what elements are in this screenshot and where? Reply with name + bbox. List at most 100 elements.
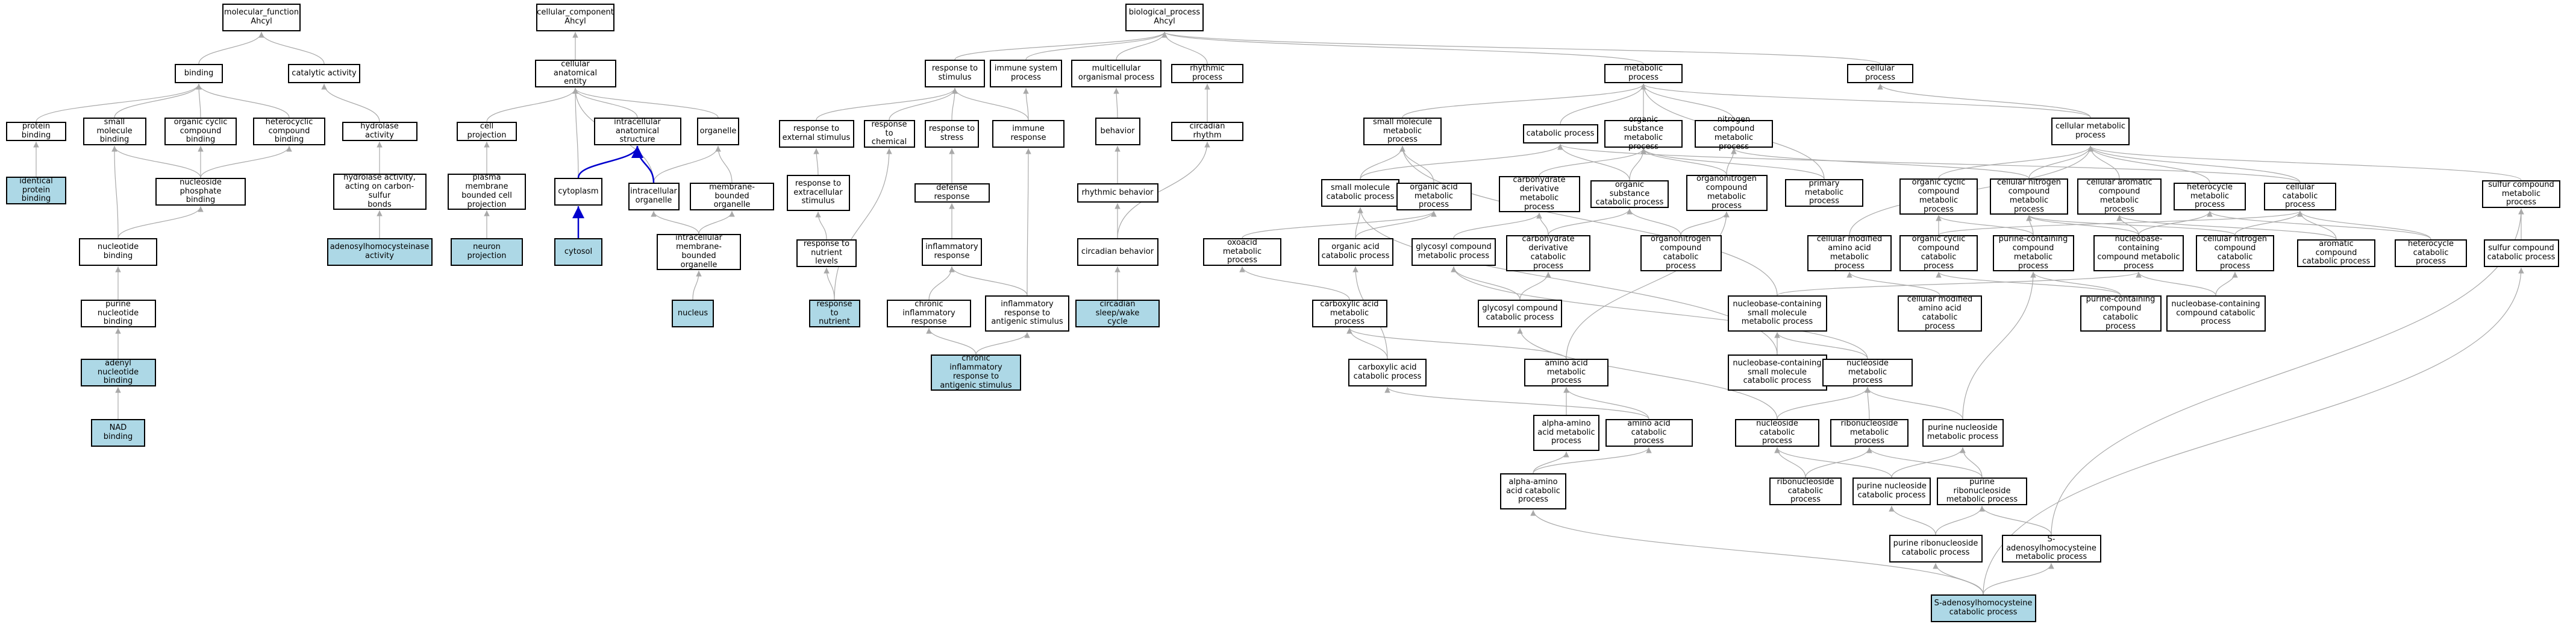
graph-edge <box>692 270 702 300</box>
go-term-node: hydrolase activity, acting on carbon-sul… <box>333 173 427 210</box>
go-term-node: cellular nitrogen compound metabolic pro… <box>1990 178 2068 215</box>
graph-edge <box>1774 447 1892 478</box>
go-term-node: inflammatory response to antigenic stimu… <box>985 295 1069 332</box>
go-term-node: rhythmic behavior <box>1077 183 1158 203</box>
graph-edge <box>196 83 290 118</box>
graph-edge <box>2026 215 2139 236</box>
go-term-node: nucleotide binding <box>79 238 157 266</box>
graph-edge <box>1384 386 1649 420</box>
graph-edge <box>715 145 733 183</box>
go-term-node: multicellular organismal process <box>1071 60 1161 87</box>
graph-edge <box>2136 271 2216 296</box>
go-term-node: ribonucleoside metabolic process <box>1830 419 1909 447</box>
graph-edge <box>816 87 958 121</box>
graph-edge <box>1777 271 2142 296</box>
graph-edge <box>1533 451 1569 474</box>
go-term-node: catalytic activity <box>288 64 360 83</box>
go-term-node: adenyl nucleotide binding <box>80 359 156 386</box>
graph-edge <box>1865 386 1871 420</box>
graph-edge <box>1161 31 1881 65</box>
graph-edge <box>111 145 201 178</box>
go-term-node: cellular catabolic process <box>2264 183 2336 210</box>
go-term-node: chronic inflammatory response to antigen… <box>931 354 1021 391</box>
go-term-node: intracellular membrane-bounded organelle <box>657 233 741 270</box>
go-term-node: response to extracellular stimulus <box>786 175 850 211</box>
graph-edge <box>975 332 1030 355</box>
go-term-node: nucleoside phosphate binding <box>155 178 246 206</box>
graph-edge <box>2207 210 2431 240</box>
go-term-node: glycosyl compound catabolic process <box>1478 300 1562 327</box>
graph-edge <box>928 266 955 300</box>
go-term-node: small molecule catabolic process <box>1321 179 1399 207</box>
go-term-node: cytosol <box>554 238 602 266</box>
go-term-node: response to external stimulus <box>778 120 854 148</box>
graph-edge <box>1777 386 1871 420</box>
graph-edge <box>111 145 119 239</box>
graph-edge <box>1242 210 1437 239</box>
go-term-node: alpha-amino acid metabolic process <box>1533 415 1599 451</box>
graph-edge <box>2028 145 2093 179</box>
go-term-node: carboxylic acid catabolic process <box>1348 359 1427 386</box>
go-term-node: response to nutrient levels <box>796 239 857 267</box>
graph-edge <box>1539 148 1646 177</box>
graph-edge <box>1453 212 1542 239</box>
go-term-node: carboxylic acid metabolic process <box>1311 300 1387 327</box>
graph-edge <box>952 87 1029 121</box>
graph-edge <box>2116 215 2337 240</box>
go-term-node: organic cyclic compound catabolic proces… <box>1899 235 1978 271</box>
go-term-node: organic substance metabolic process <box>1604 115 1683 151</box>
graph-edge <box>1357 207 1778 355</box>
graph-edge <box>1877 83 2091 118</box>
go-term-node: purine nucleoside metabolic process <box>1922 419 2004 447</box>
go-term-node: catabolic process <box>1522 124 1598 143</box>
graph-edge <box>36 83 202 122</box>
go-term-node: purine nucleoside catabolic process <box>1852 477 1931 505</box>
go-term-node: cellular nitrogen compound catabolic pro… <box>2196 235 2274 271</box>
go-term-node: membrane-bounded organelle <box>690 183 774 210</box>
graph-edge <box>1640 83 2091 118</box>
graph-edge <box>1113 87 1119 118</box>
graph-edge <box>1774 332 1868 359</box>
graph-edge <box>572 87 579 178</box>
go-term-node: heterocycle catabolic process <box>2395 239 2467 267</box>
graph-edge <box>2138 210 2213 236</box>
graph-edge <box>1979 505 2052 535</box>
go-term-node: intracellular anatomical structure <box>593 118 681 145</box>
graph-edge <box>2051 208 2524 535</box>
graph-edge <box>1399 145 1778 296</box>
graph-edge <box>1960 447 1983 478</box>
graph-edge <box>2087 145 2522 181</box>
graph-edge <box>1023 87 1029 121</box>
graph-edge <box>926 327 977 355</box>
graph-edge <box>1402 83 1646 118</box>
go-term-node: cellular aromatic compound metabolic pro… <box>2077 178 2162 215</box>
go-term-node: organic cyclic compound binding <box>164 118 237 145</box>
graph-edge <box>1346 327 1567 359</box>
graph-edge <box>1560 83 1646 125</box>
graph-edge <box>1865 386 1963 420</box>
graph-edge <box>1889 505 1936 535</box>
go-term-node: defense response <box>914 183 990 203</box>
graph-edge <box>651 210 699 235</box>
graph-edge <box>1548 208 1633 236</box>
go-term-node: nucleobase-containing small molecule met… <box>1727 295 1827 332</box>
go-term-node: cellular process <box>1847 64 1913 83</box>
graph-edge <box>2215 271 2238 296</box>
graph-edge <box>1533 447 1652 474</box>
go-term-node: metabolic process <box>1604 64 1683 83</box>
go-term-node: hydrolase activity <box>342 122 417 141</box>
graph-edge <box>1680 211 1730 236</box>
graph-edge <box>1731 148 2030 179</box>
go-term-node: organelle <box>697 118 739 145</box>
go-term-node: immune system process <box>990 60 1062 87</box>
go-term-node: nucleoside catabolic process <box>1735 419 1819 447</box>
graph-edge <box>1962 271 2036 420</box>
go-term-node: amino acid catabolic process <box>1605 419 1693 447</box>
graph-edge <box>1161 31 1208 65</box>
graph-edge <box>486 87 578 122</box>
graph-edge <box>1355 210 1437 239</box>
go-term-node: amino acid metabolic process <box>1524 359 1608 386</box>
graph-edge <box>1519 271 1551 300</box>
